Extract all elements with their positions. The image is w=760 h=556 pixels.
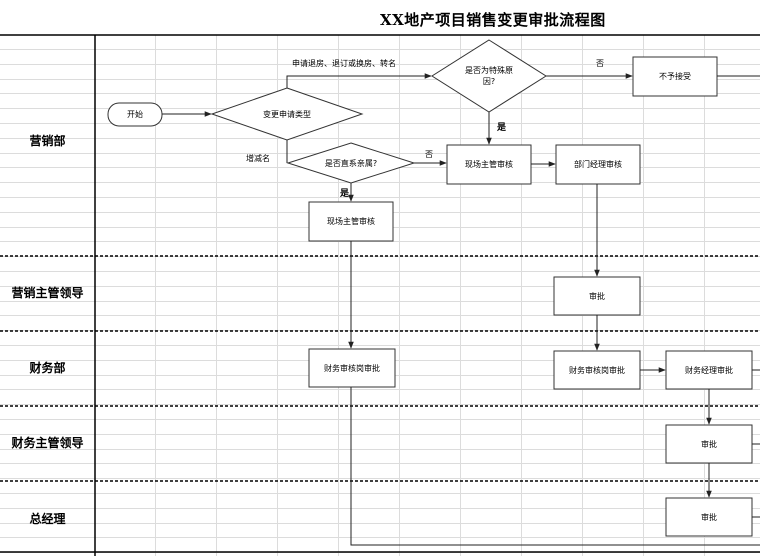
- start-label: 开始: [127, 110, 143, 119]
- special-reason-label: 是否为特殊原因?: [465, 66, 513, 86]
- dept-manager-review-node: [555, 144, 641, 185]
- site-review-mid-node: [446, 144, 532, 185]
- finance-review-left-label: 财务审核岗审批: [324, 363, 380, 373]
- reject-node: [632, 56, 718, 97]
- edge-label-no-top: 否: [596, 59, 604, 68]
- fin-leader-approve-label: 审批: [701, 439, 717, 449]
- edge-label-add-name: 增减名: [246, 154, 270, 163]
- lane-label-finance-leader: 财务主管领导: [11, 436, 84, 450]
- edge-finance-left-out: [350, 387, 760, 546]
- lane-label-general-manager: 总经理: [29, 512, 66, 526]
- lane-label-finance: 财务部: [29, 361, 66, 375]
- site-review-mid-label: 现场主管审核: [465, 160, 513, 169]
- edge-label-yes-mid: 是: [497, 123, 507, 133]
- dept-manager-review-label: 部门经理审核: [574, 160, 622, 169]
- site-review-left-node: [308, 201, 394, 242]
- lane-label-marketing: 营销部: [29, 134, 66, 148]
- mkt-leader-approve-node: [553, 276, 641, 316]
- direct-relative-label: 是否直系亲属?: [324, 158, 378, 168]
- edge-label-no-mid: 否: [425, 150, 433, 159]
- finance-review-mid-node: [553, 350, 641, 390]
- change-type-label: 变更申请类型: [263, 109, 311, 119]
- mkt-leader-approve-label: 审批: [589, 291, 605, 301]
- gm-approve-label: 审批: [701, 512, 717, 522]
- edge-label-yes-left: 是: [340, 189, 350, 199]
- site-review-left-label: 现场主管审核: [327, 217, 375, 226]
- finance-manager-approve-label: 财务经理审批: [685, 365, 733, 375]
- finance-review-mid-label: 财务审核岗审批: [569, 365, 625, 375]
- lane-frame: [0, 34, 760, 556]
- gm-approve-node: [665, 497, 753, 537]
- edge-type-to-special: [286, 73, 432, 88]
- finance-review-left-node: [308, 348, 396, 388]
- edge-label-refund-exchange: 申请退房、退订或换房、转名: [292, 59, 396, 68]
- reject-label: 不予接受: [659, 72, 691, 81]
- page-title: XX地产项目销售变更审批流程图: [380, 11, 606, 29]
- lane-label-marketing-leader: 营销主管领导: [11, 286, 84, 300]
